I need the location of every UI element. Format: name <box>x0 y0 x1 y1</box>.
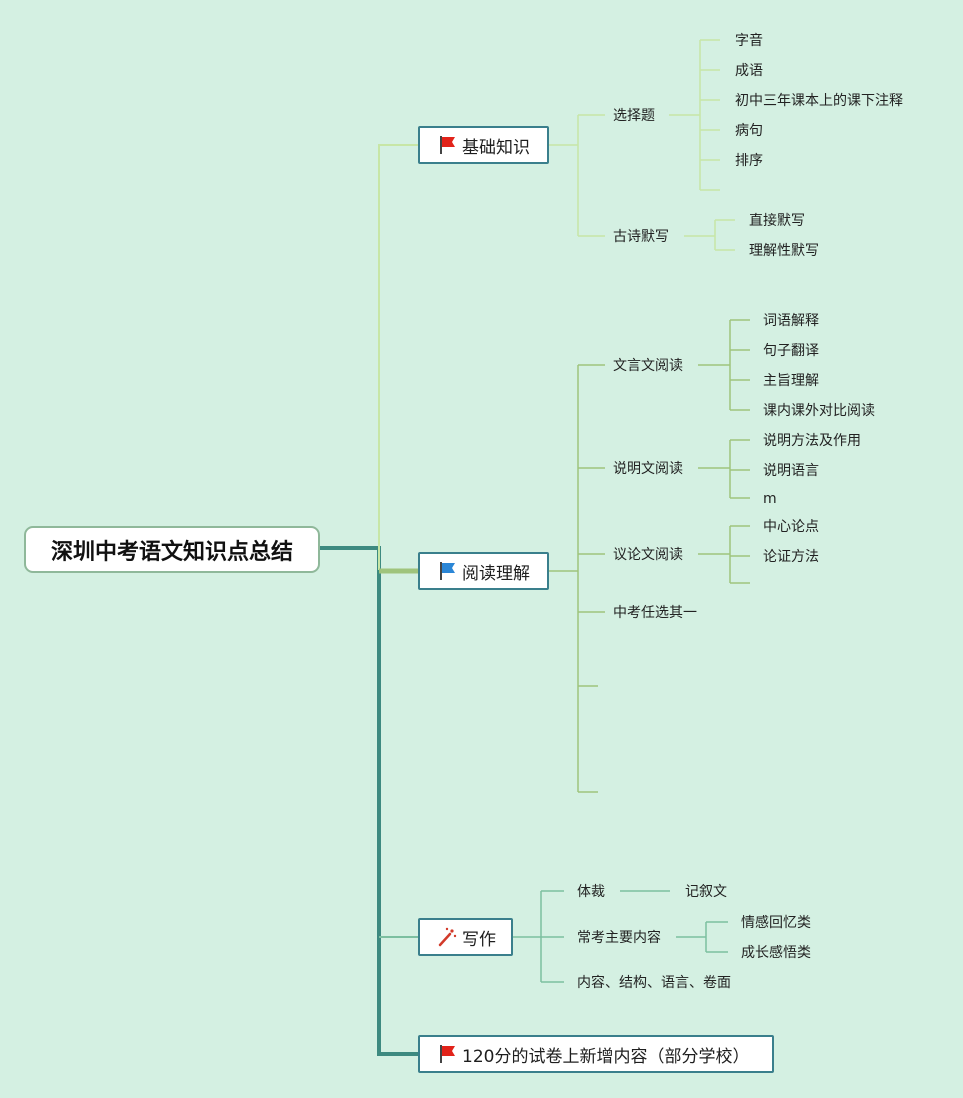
topic-item[interactable]: 理解性默写 <box>749 243 819 259</box>
red-flag-icon <box>436 1043 458 1065</box>
topic-item[interactable]: 记叙文 <box>685 884 727 900</box>
topic-xuanze[interactable]: 选择题 <box>613 108 655 124</box>
topic-item[interactable]: 字音 <box>735 33 763 49</box>
topic-item[interactable]: 成长感悟类 <box>741 945 811 961</box>
branch-basics-label: 基础知识 <box>462 137 530 158</box>
topic-item[interactable]: 句子翻译 <box>763 343 819 359</box>
topic-shuoming[interactable]: 说明文阅读 <box>613 461 683 477</box>
topic-gushi[interactable]: 古诗默写 <box>613 229 669 245</box>
branch-extra[interactable]: 120分的试卷上新增内容（部分学校） <box>418 1035 774 1073</box>
reading-connectors <box>548 319 750 793</box>
connector-basics <box>378 144 420 570</box>
topic-item[interactable]: 直接默写 <box>749 213 805 229</box>
topic-item[interactable]: 病句 <box>735 123 763 139</box>
topic-item[interactable]: 初中三年课本上的课下注释 <box>735 93 903 109</box>
writing-connectors <box>512 890 728 983</box>
topic-item[interactable]: 说明方法及作用 <box>763 433 861 449</box>
topic-item[interactable]: m <box>763 491 777 507</box>
topic-item[interactable]: 主旨理解 <box>763 373 819 389</box>
topic-item[interactable]: 课内课外对比阅读 <box>763 403 875 419</box>
topic-item[interactable]: 论证方法 <box>763 549 819 565</box>
branch-writing[interactable]: 写作 <box>418 918 513 956</box>
branch-writing-label: 写作 <box>462 929 496 950</box>
topic-item[interactable]: 情感回忆类 <box>741 915 811 931</box>
branch-reading-label: 阅读理解 <box>462 563 530 584</box>
topic-ticai[interactable]: 体裁 <box>577 884 605 900</box>
red-flag-icon <box>436 134 458 156</box>
topic-item[interactable]: 词语解释 <box>763 313 819 329</box>
topic-neirong[interactable]: 内容、结构、语言、卷面 <box>577 975 731 991</box>
topic-zhongkao[interactable]: 中考任选其一 <box>613 605 697 621</box>
magic-wand-icon <box>436 926 458 948</box>
topic-item[interactable]: 排序 <box>735 153 763 169</box>
trunk-connector <box>320 546 420 1056</box>
blue-flag-icon <box>436 560 458 582</box>
root-topic[interactable]: 深圳中考语文知识点总结 <box>24 526 320 573</box>
topic-changkao[interactable]: 常考主要内容 <box>577 930 661 946</box>
topic-item[interactable]: 中心论点 <box>763 519 819 535</box>
branch-basics[interactable]: 基础知识 <box>418 126 549 164</box>
basics-connectors <box>548 39 735 251</box>
topic-item[interactable]: 说明语言 <box>763 463 819 479</box>
topic-item[interactable]: 成语 <box>735 63 763 79</box>
topic-yilun[interactable]: 议论文阅读 <box>613 547 683 563</box>
branch-reading[interactable]: 阅读理解 <box>418 552 549 590</box>
branch-extra-label: 120分的试卷上新增内容（部分学校） <box>462 1046 750 1067</box>
topic-wenyan[interactable]: 文言文阅读 <box>613 358 683 374</box>
